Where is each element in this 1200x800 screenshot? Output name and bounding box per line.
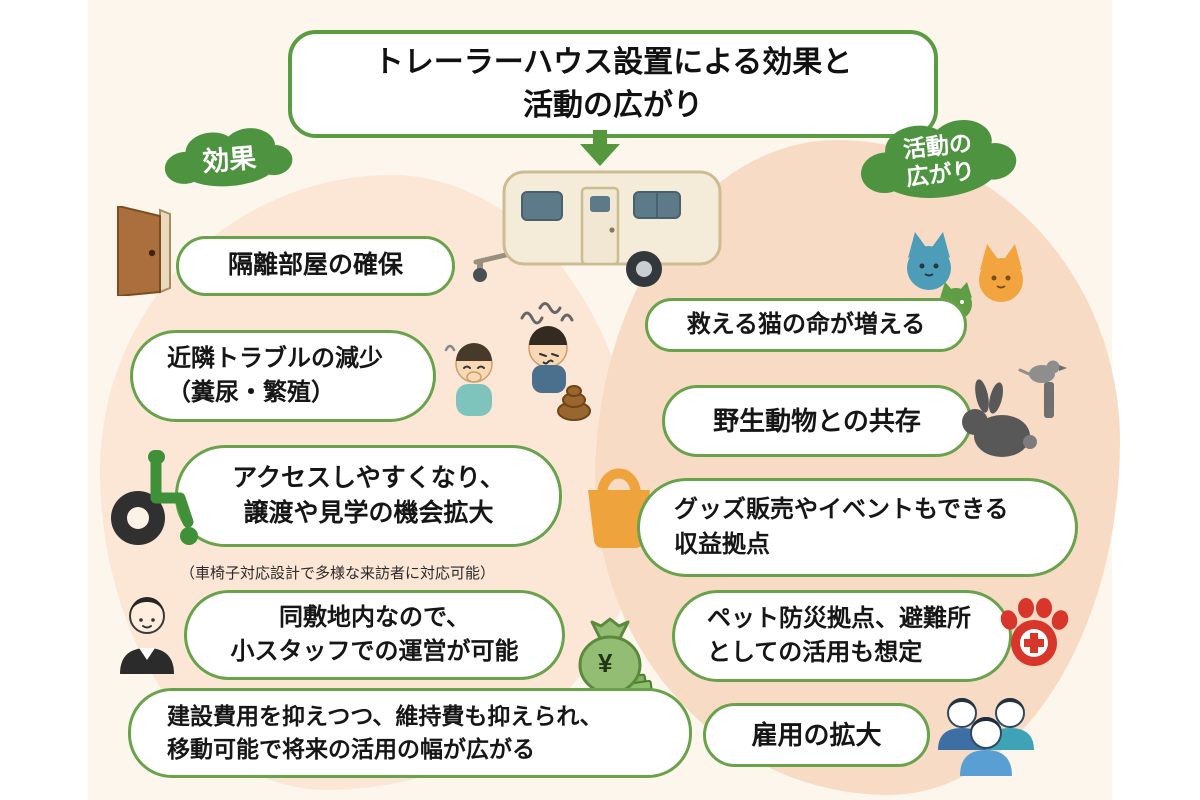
effect-isolation-room-box: 隔離部屋の確保: [176, 236, 455, 296]
wheelchair-icon: [102, 448, 198, 550]
expansion-goods-line1: グッズ販売やイベントもできる: [674, 496, 1009, 524]
expansion-employment-label: 雇用の拡大: [751, 719, 882, 750]
expansion-goods-line2: 収益拠点: [674, 530, 770, 558]
badge-expansion-line2: 広がり: [904, 157, 977, 191]
shopping-bag-icon: [574, 454, 664, 550]
cloud-shape-icon: [861, 119, 1017, 198]
expansion-wildlife-label: 野生動物との共存: [713, 405, 921, 436]
badge-effects-label: 効果: [201, 142, 258, 177]
effect-small-staff-box: 同敷地内なので、 小スタッフでの運営が可能: [184, 590, 565, 680]
trailer-house-illustration: [470, 158, 728, 298]
effect-access-line2: 譲渡や見学の機会拡大: [243, 499, 494, 527]
badge-expansion-label: 活動の 広がり: [902, 130, 976, 192]
effect-staff-line2: 小スタッフでの運営が可能: [230, 638, 519, 665]
down-arrow-icon: [580, 130, 620, 166]
cloud-shape-icon: [164, 128, 293, 187]
effect-access-box: アクセスしやすくなり、 譲渡や見学の機会拡大: [175, 445, 562, 547]
page-title: トレーラーハウス設置による効果と 活動の広がり: [288, 30, 938, 138]
employment-people-icon: [932, 688, 1040, 778]
stinky-neighbor-illustration: [436, 298, 596, 426]
effect-neighbor-line2: （糞尿・繁殖）: [167, 379, 335, 406]
badge-effects: 効果: [159, 118, 298, 195]
expansion-disaster-box: ペット防災拠点、避難所 としての活用も想定: [672, 590, 1012, 682]
effect-neighbor-line1: 近隣トラブルの減少: [167, 344, 383, 372]
expansion-save-cats-box: 救える猫の命が増える: [645, 298, 967, 352]
effect-staff-line1: 同敷地内なので、: [278, 603, 471, 631]
expansion-employment-box: 雇用の拡大: [703, 703, 930, 767]
expansion-save-cats-label: 救える猫の命が増える: [686, 310, 926, 338]
effect-isolation-room-label: 隔離部屋の確保: [227, 251, 403, 280]
effect-neighbor-trouble-box: 近隣トラブルの減少 （糞尿・繁殖）: [130, 330, 436, 422]
door-icon: [110, 206, 174, 296]
badge-expansion: 活動の 広がり: [854, 108, 1025, 214]
expansion-wildlife-box: 野生動物との共存: [662, 385, 972, 457]
page-title-line1: トレーラーハウス設置による効果と: [373, 45, 853, 79]
effect-cost-box: 建設費用を抑えつつ、維持費も抑えられ、 移動可能で将来の活用の幅が広がる: [128, 688, 692, 778]
effect-access-line1: アクセスしやすくなり、: [232, 463, 505, 492]
page-title-line2: 活動の広がり: [523, 89, 703, 122]
pet-first-aid-paw-icon: [996, 594, 1072, 670]
expansion-goods-box: グッズ販売やイベントもできる 収益拠点: [637, 478, 1078, 577]
effect-cost-line1: 建設費用を抑えつつ、維持費も抑えられ、: [167, 703, 603, 730]
expansion-disaster-line2: としての活用も想定: [707, 639, 923, 666]
wildlife-rabbit-bird-icon: [958, 348, 1076, 462]
money-bag-icon: ¥: [568, 604, 656, 698]
access-footnote: （車椅子対応設計で多様な来訪者に対応可能）: [180, 565, 496, 582]
effect-cost-line2: 移動可能で将来の活用の幅が広がる: [167, 736, 535, 762]
staff-person-icon: [112, 584, 182, 674]
expansion-disaster-line1: ペット防災拠点、避難所: [707, 604, 971, 632]
yen-symbol: ¥: [598, 648, 613, 678]
